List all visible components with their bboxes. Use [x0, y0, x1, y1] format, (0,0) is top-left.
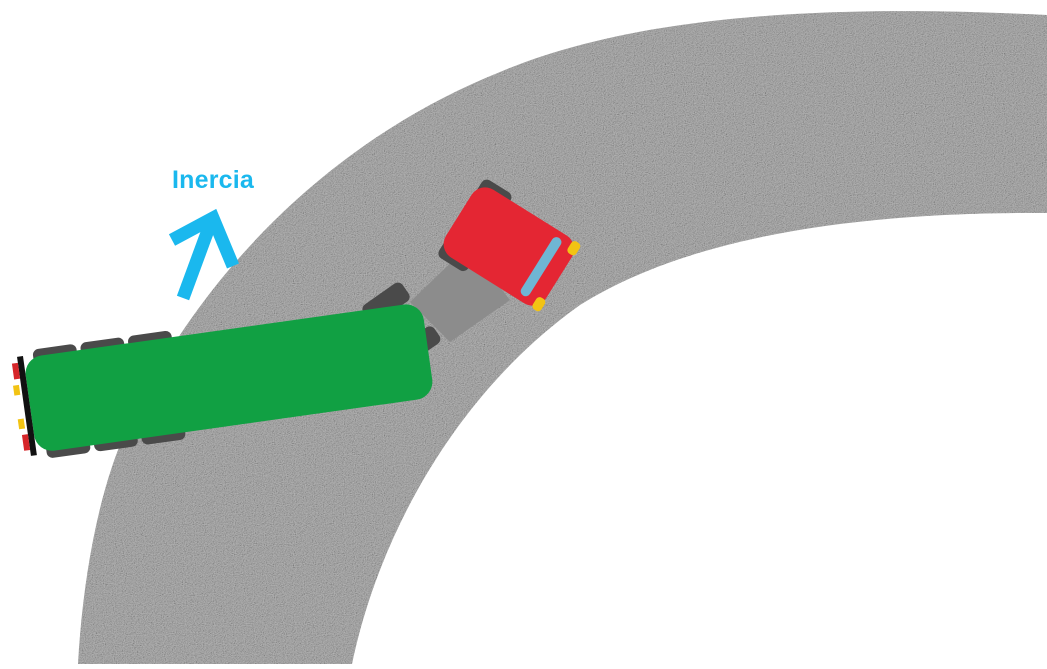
rear-marker-light [13, 385, 20, 396]
inertia-label: Inercia [172, 166, 254, 195]
rear-marker-light [18, 419, 25, 430]
